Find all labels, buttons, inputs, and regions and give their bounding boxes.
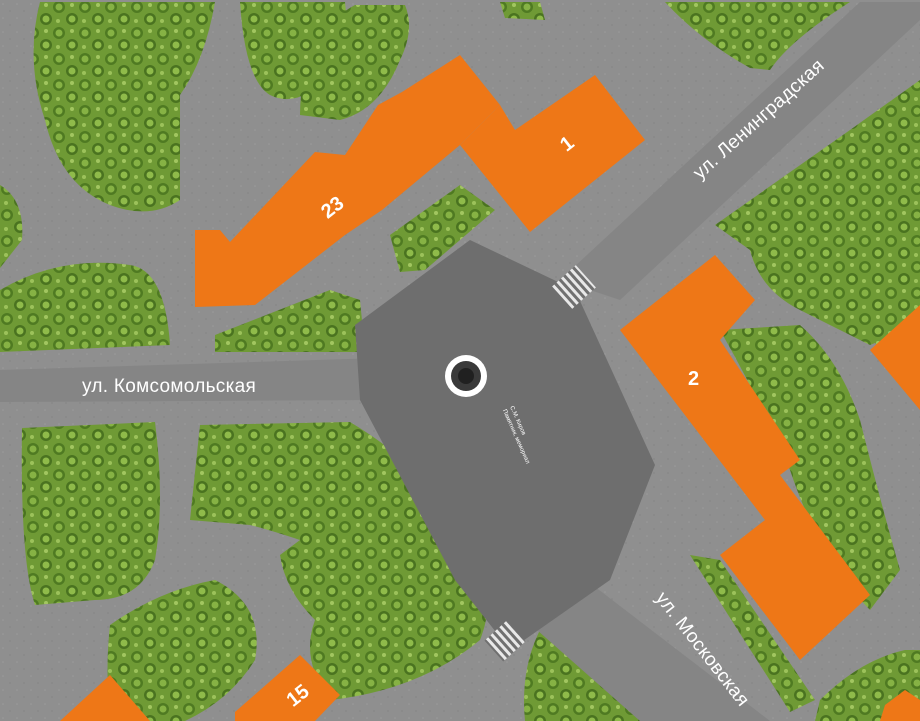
- grass-patch: [215, 290, 365, 352]
- monument-pedestal: [458, 368, 474, 384]
- grass-patch: [690, 555, 815, 712]
- road-moskovskaya: [520, 560, 770, 721]
- road-leningradskaya: [560, 2, 920, 300]
- grass-patch: [107, 580, 257, 721]
- central-square: [355, 240, 655, 650]
- building-1[interactable]: [460, 75, 645, 232]
- crosswalk: [552, 265, 596, 309]
- building-2[interactable]: [620, 255, 870, 660]
- buildings: [60, 55, 920, 721]
- building-partial-left[interactable]: [60, 675, 150, 721]
- street-label-komsomolskaya[interactable]: ул. Комсомольская: [82, 376, 256, 397]
- grass-patch: [715, 80, 920, 345]
- crosswalk: [484, 620, 526, 662]
- grass-patch: [300, 5, 409, 120]
- grass-patch: [665, 2, 850, 70]
- building-partial-bottom-right[interactable]: [880, 690, 920, 721]
- road-komsomolskaya: [0, 358, 382, 402]
- grass-patch: [0, 262, 170, 352]
- grass-patch: [720, 325, 900, 610]
- building-2-label: 2: [688, 368, 699, 390]
- building-partial-right[interactable]: [870, 305, 920, 410]
- building-23[interactable]: [195, 55, 500, 307]
- grass-patch: [500, 2, 545, 20]
- grass-patch: [33, 2, 215, 212]
- grass-patch: [0, 185, 23, 268]
- grass-patch: [390, 185, 495, 272]
- grass-patch: [21, 422, 160, 605]
- monument: [445, 355, 487, 397]
- building-15[interactable]: [235, 655, 340, 721]
